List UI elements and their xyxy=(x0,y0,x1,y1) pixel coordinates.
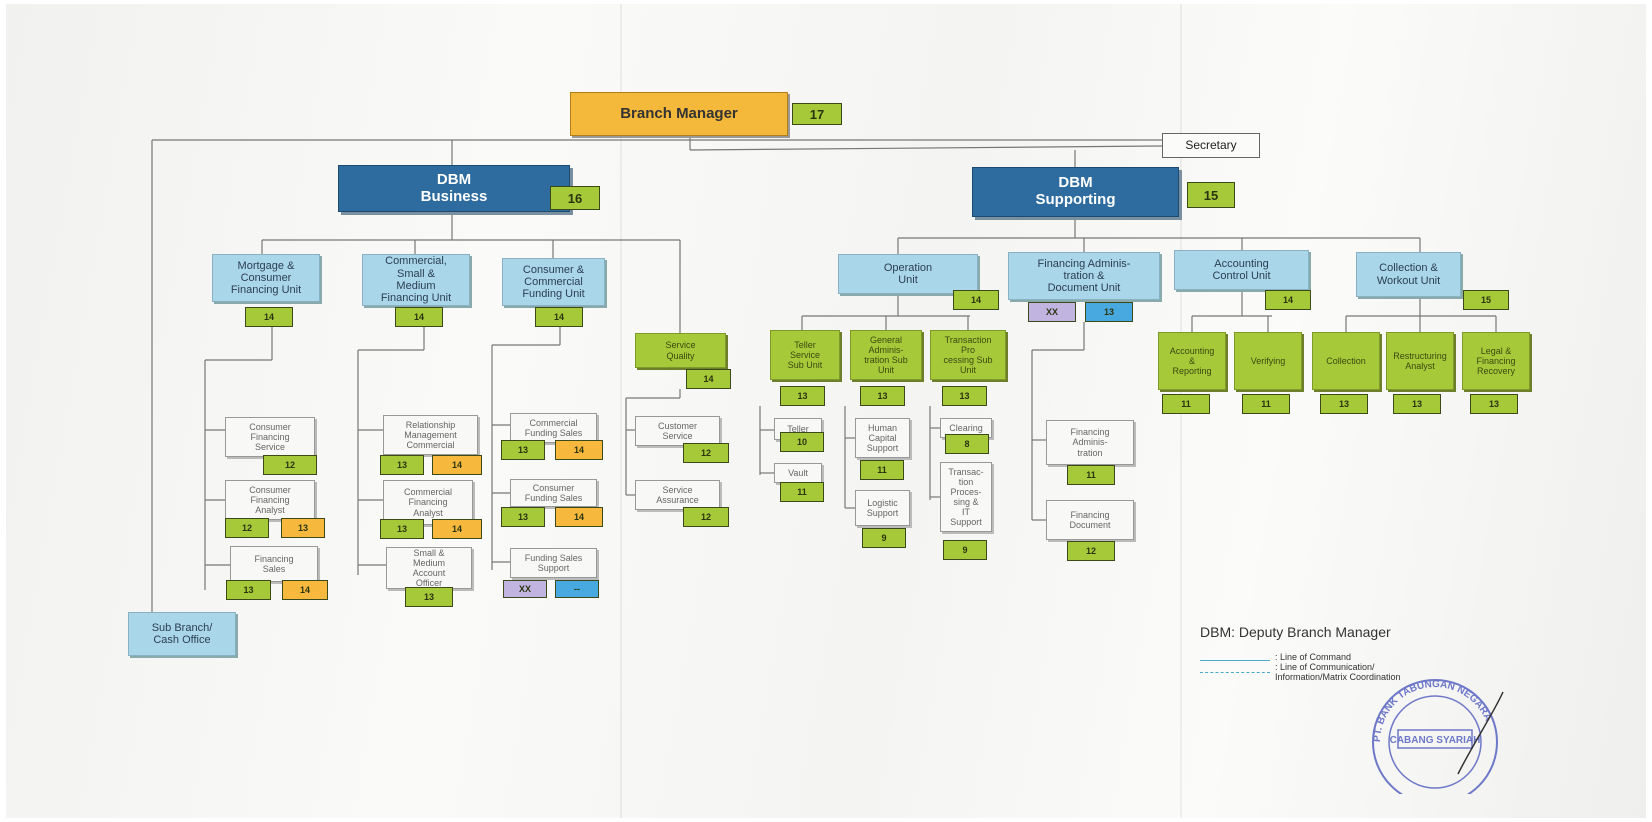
node-dbm-supporting: DBM Supporting xyxy=(972,167,1179,217)
node-verifying: Verifying xyxy=(1234,332,1302,390)
grade-badge: 9 xyxy=(862,528,906,548)
grade-badge: 13 xyxy=(226,580,271,600)
node-operation-unit: Operation Unit xyxy=(838,254,978,294)
node-cust-service: Customer Service xyxy=(635,416,720,446)
grade-badge: 14 xyxy=(432,519,482,539)
grade-badge: -- xyxy=(555,580,599,598)
node-fin-admin-doc: Financing Adminis- tration & Document Un… xyxy=(1008,252,1160,300)
grade-badge: 10 xyxy=(780,432,824,452)
node-cfa: Consumer Financing Analyst xyxy=(225,480,315,520)
grade-badge: 13 xyxy=(1393,394,1441,414)
node-fss: Funding Sales Support xyxy=(510,548,597,578)
node-tpit: Transac- tion Proces- sing & IT Support xyxy=(940,462,992,532)
node-comfa: Commercial Financing Analyst xyxy=(383,480,473,525)
legend-communication-line xyxy=(1200,672,1270,673)
node-smao: Small & Medium Account Officer xyxy=(386,547,472,589)
node-collection: Collection xyxy=(1312,332,1380,390)
node-secretary: Secretary xyxy=(1162,133,1260,158)
grade-badge: 12 xyxy=(683,507,729,527)
grade-badge: 12 xyxy=(1067,541,1115,561)
grade-badge: 13 xyxy=(281,518,325,538)
node-service-quality: Service Quality xyxy=(635,333,726,368)
node-fin-admin: Financing Adminis- tration xyxy=(1046,420,1134,465)
bank-stamp: PT. BANK TABUNGAN NEGARA CABANG SYARIAH xyxy=(1358,664,1508,805)
grade-badge: 14 xyxy=(395,307,443,327)
node-restructuring: Restructuring Analyst xyxy=(1386,332,1454,390)
grade-badge: 13 xyxy=(501,507,545,527)
grade-badge: 13 xyxy=(942,386,987,406)
node-fsales: Financing Sales xyxy=(230,546,318,582)
grade-badge: 15 xyxy=(1187,182,1235,208)
grade-badge: XX xyxy=(503,580,547,598)
node-trans-proc: Transaction Pro cessing Sub Unit xyxy=(930,330,1006,380)
grade-badge: 14 xyxy=(686,369,731,389)
node-logistic: Logistic Support xyxy=(855,490,910,526)
node-commercial-sm: Commercial, Small & Medium Financing Uni… xyxy=(362,254,470,306)
grade-badge: 11 xyxy=(1162,394,1210,414)
grade-badge: 11 xyxy=(1067,465,1115,485)
grade-badge: 13 xyxy=(405,587,453,607)
node-sub-branch: Sub Branch/ Cash Office xyxy=(128,612,236,656)
grade-badge: 16 xyxy=(550,186,600,210)
node-confs: Consumer Funding Sales xyxy=(510,479,597,507)
grade-badge: 14 xyxy=(1265,290,1311,310)
grade-badge: 13 xyxy=(380,455,424,475)
node-hcs: Human Capital Support xyxy=(855,418,910,458)
node-rmc: Relationship Management Commercial xyxy=(383,415,478,455)
node-gen-admin: General Adminis- tration Sub Unit xyxy=(850,330,922,380)
grade-badge: 13 xyxy=(1320,394,1368,414)
grade-badge: 13 xyxy=(501,440,545,460)
grade-badge: 13 xyxy=(1470,394,1518,414)
grade-badge: 14 xyxy=(432,455,482,475)
grade-badge: 14 xyxy=(555,507,603,527)
grade-badge: 12 xyxy=(225,518,269,538)
legend-command-line xyxy=(1200,660,1270,661)
node-mortgage: Mortgage & Consumer Financing Unit xyxy=(212,254,320,302)
legend-communication-label: : Line of Communication/ Information/Mat… xyxy=(1275,662,1401,683)
grade-badge: 11 xyxy=(860,460,904,480)
grade-badge: 15 xyxy=(1463,290,1509,310)
grade-badge: 13 xyxy=(780,386,825,406)
stamp-center-text: CABANG SYARIAH xyxy=(1390,735,1481,746)
grade-badge: 13 xyxy=(1085,302,1133,322)
grade-badge: 13 xyxy=(380,519,424,539)
node-comfs: Commercial Funding Sales xyxy=(510,413,597,443)
grade-badge: 14 xyxy=(535,307,583,327)
grade-badge: 14 xyxy=(282,580,328,600)
node-service-assurance: Service Assurance xyxy=(635,480,720,510)
grade-badge: 17 xyxy=(792,103,842,125)
node-consumer-funding-unit: Consumer & Commercial Funding Unit xyxy=(502,258,605,306)
node-legal: Legal & Financing Recovery xyxy=(1462,332,1530,390)
grade-badge: 11 xyxy=(780,482,824,502)
node-cfs: Consumer Financing Service xyxy=(225,417,315,457)
legend-command-label: : Line of Command xyxy=(1275,652,1352,662)
node-fin-doc: Financing Document xyxy=(1046,500,1134,540)
node-teller-service: Teller Service Sub Unit xyxy=(770,330,840,380)
node-dbm-business: DBM Business xyxy=(338,165,570,212)
paper-fold xyxy=(620,4,622,818)
legend: DBM: Deputy Branch Manager : Line of Com… xyxy=(1200,624,1401,682)
node-collection-workout: Collection & Workout Unit xyxy=(1356,252,1461,297)
grade-badge: 9 xyxy=(943,540,987,560)
grade-badge: 12 xyxy=(263,455,317,475)
grade-badge: 14 xyxy=(953,290,999,310)
grade-badge: 13 xyxy=(860,386,905,406)
node-branch-manager: Branch Manager xyxy=(570,92,788,136)
grade-badge: 8 xyxy=(945,434,989,454)
grade-badge: 14 xyxy=(245,307,293,327)
grade-badge: 11 xyxy=(1242,394,1290,414)
legend-title: DBM: Deputy Branch Manager xyxy=(1200,624,1391,640)
node-acc-rep: Accounting & Reporting xyxy=(1158,332,1226,390)
grade-badge: 14 xyxy=(555,440,603,460)
node-acc-control: Accounting Control Unit xyxy=(1174,250,1309,290)
node-vault: Vault xyxy=(774,463,822,483)
grade-badge: XX xyxy=(1028,302,1076,322)
grade-badge: 12 xyxy=(683,443,729,463)
